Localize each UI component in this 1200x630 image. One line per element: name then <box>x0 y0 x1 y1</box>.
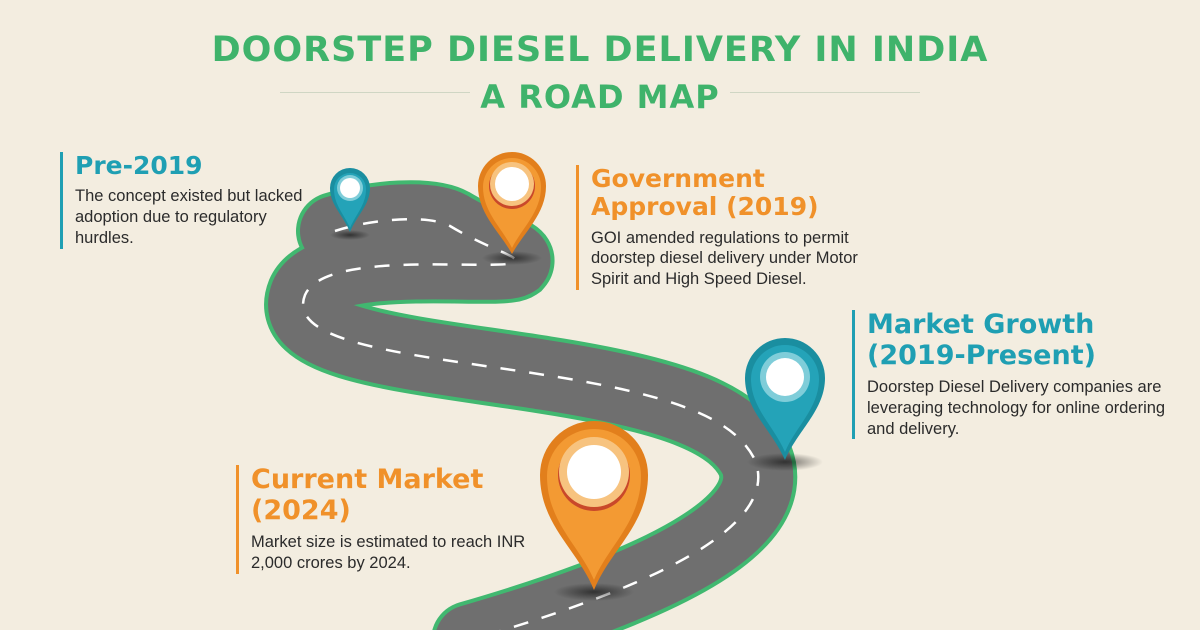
milestone-heading-line: Government <box>591 164 765 193</box>
milestone-heading: Market Growth (2019-Present) <box>867 309 1197 371</box>
milestone-market-growth: Market Growth (2019-Present) Doorstep Di… <box>852 309 1197 440</box>
page-subtitle: A ROAD MAP <box>480 78 720 116</box>
milestone-description: GOI amended regulations to permit doorst… <box>591 228 858 289</box>
winding-road <box>264 180 798 630</box>
milestone-heading: Government Approval (2019) <box>591 164 861 222</box>
milestone-heading-line: (2019-Present) <box>867 339 1096 371</box>
milestone-government-approval: Government Approval (2019) GOI amended r… <box>576 164 861 290</box>
milestone-heading-line: Current Market <box>251 464 484 495</box>
map-pin-icon <box>330 168 370 240</box>
milestone-heading-line: (2024) <box>251 494 351 526</box>
milestone-current-market: Current Market (2024) Market size is est… <box>236 464 541 574</box>
title-divider-right <box>730 92 920 93</box>
milestone-heading: Current Market (2024) <box>251 464 541 526</box>
map-pin-icon <box>478 152 546 265</box>
milestone-pre-2019: Pre-2019 The concept existed but lacked … <box>60 151 305 249</box>
milestone-heading-line: Approval (2019) <box>591 192 819 222</box>
milestone-heading: Pre-2019 <box>75 151 305 180</box>
road-center-line <box>301 218 760 630</box>
milestone-description: Doorstep Diesel Delivery companies are l… <box>867 378 1166 438</box>
milestone-description: Market size is estimated to reach INR 2,… <box>251 533 526 572</box>
title-divider-left <box>280 92 470 93</box>
milestone-heading-line: Market Growth <box>867 309 1095 340</box>
map-pin-icon <box>540 421 648 601</box>
page-title: DOORSTEP DIESEL DELIVERY IN INDIA <box>211 30 989 70</box>
map-pin-icon <box>745 338 825 471</box>
milestone-heading-line: Pre-2019 <box>75 151 203 180</box>
milestone-description: The concept existed but lacked adoption … <box>75 187 303 247</box>
